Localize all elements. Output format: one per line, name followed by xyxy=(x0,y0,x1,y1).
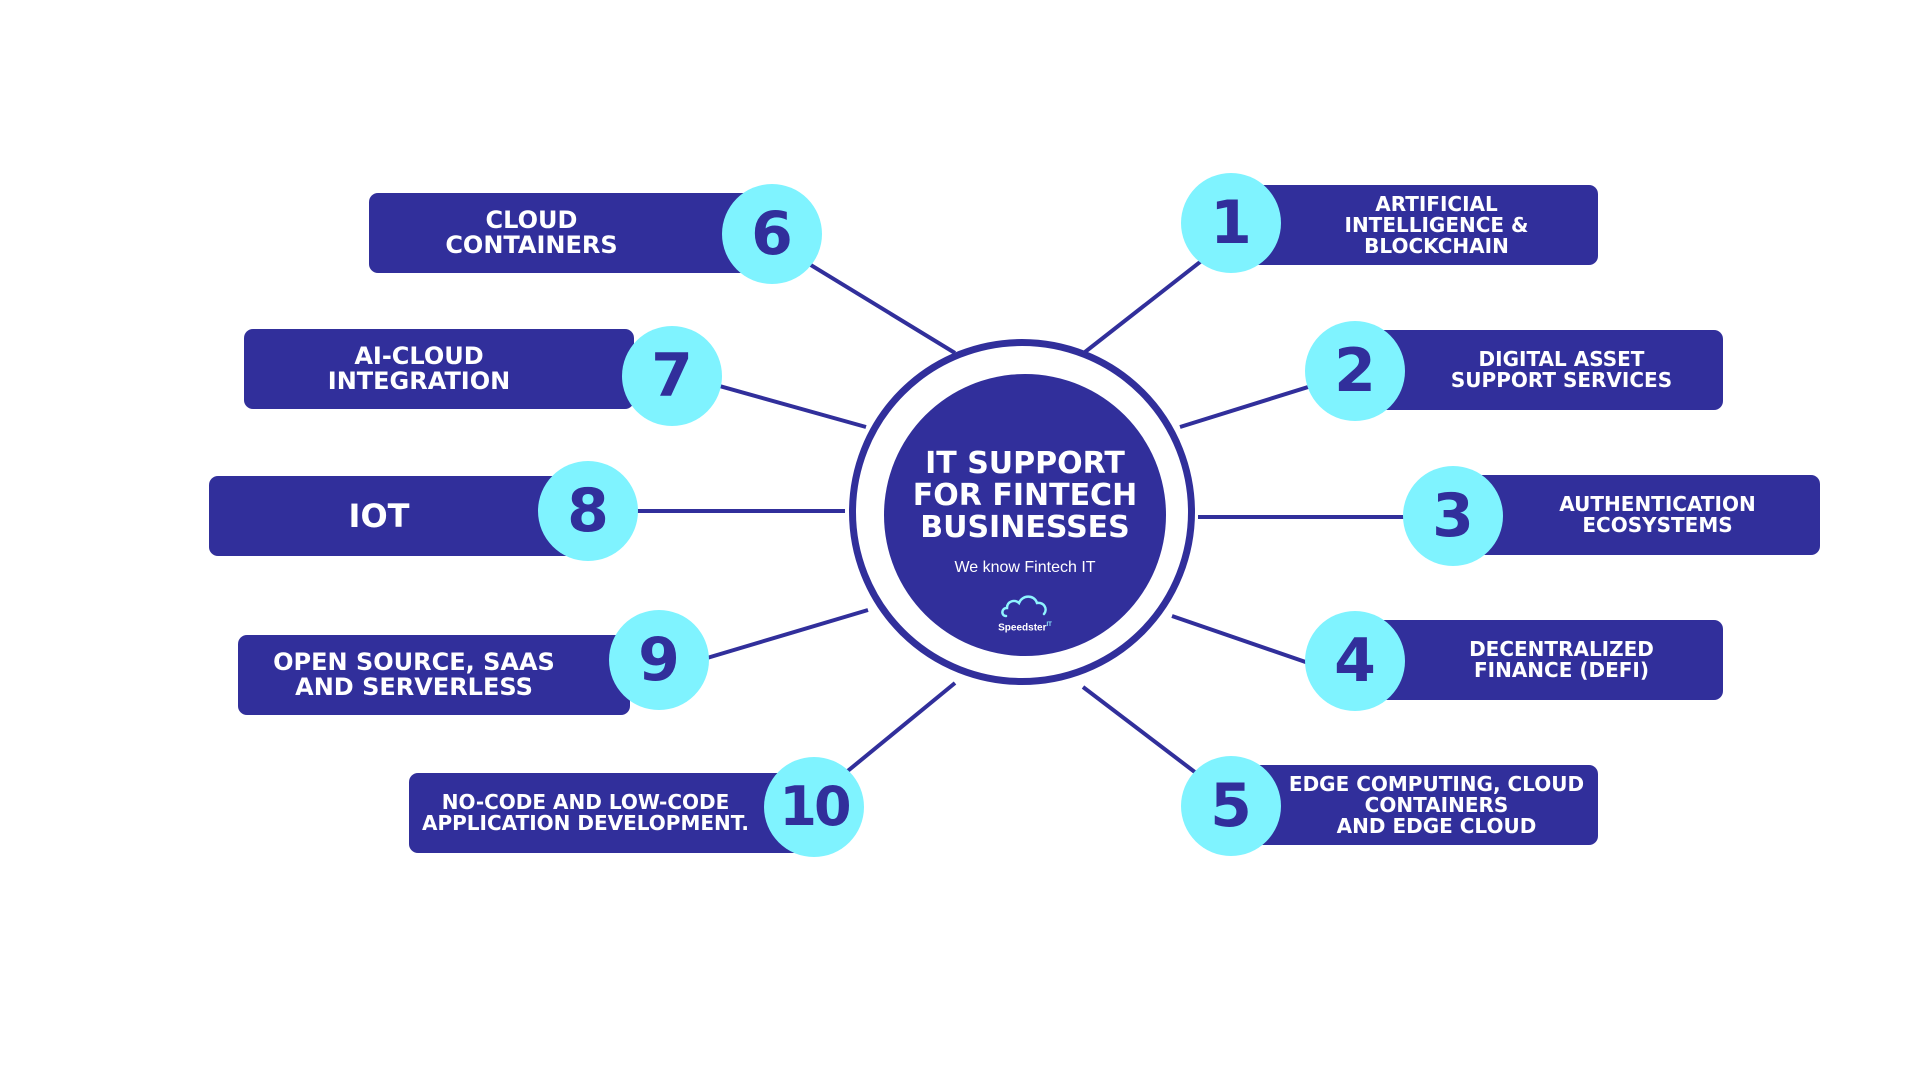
item-3-box: AUTHENTICATION ECOSYSTEMS xyxy=(1460,475,1820,555)
item-6-number-badge: 6 xyxy=(722,184,822,284)
item-9-number-badge: 9 xyxy=(609,610,709,710)
item-4-label: DECENTRALIZED FINANCE (DEFI) xyxy=(1469,637,1654,682)
item-4-box: DECENTRALIZED FINANCE (DEFI) xyxy=(1365,620,1723,700)
item-5-label: EDGE COMPUTING, CLOUD CONTAINERS AND EDG… xyxy=(1288,771,1585,838)
item-10-number-badge: 10 xyxy=(764,757,864,857)
item-5-number-badge: 5 xyxy=(1181,756,1281,856)
item-8-number-badge: 8 xyxy=(538,461,638,561)
hub-subtitle: We know Fintech IT xyxy=(954,559,1096,576)
item-4-number-badge: 4 xyxy=(1305,611,1405,711)
item-1-number-badge: 1 xyxy=(1181,173,1281,273)
item-6-box: CLOUD CONTAINERS xyxy=(369,193,754,273)
item-10-label: NO-CODE AND LOW-CODE APPLICATION DEVELOP… xyxy=(422,790,749,835)
logo-mark: IT xyxy=(1046,622,1052,628)
item-7-number-badge: 7 xyxy=(622,326,722,426)
item-10-box: NO-CODE AND LOW-CODE APPLICATION DEVELOP… xyxy=(409,773,802,853)
item-3-label: AUTHENTICATION ECOSYSTEMS xyxy=(1559,492,1756,537)
item-7-label: AI-CLOUD INTEGRATION xyxy=(327,342,511,395)
item-5-box: EDGE COMPUTING, CLOUD CONTAINERS AND EDG… xyxy=(1240,765,1598,845)
item-8-box: IOT xyxy=(209,476,589,556)
item-2-number-badge: 2 xyxy=(1305,321,1405,421)
hub-title: IT SUPPORT FOR FINTECH BUSINESSES xyxy=(912,446,1138,545)
speedster-logo: SpeedsterIT xyxy=(990,592,1060,634)
item-7-box: AI-CLOUD INTEGRATION xyxy=(244,329,634,409)
cloud-icon xyxy=(1001,595,1047,618)
item-8-label: IOT xyxy=(348,497,410,535)
item-9-label: OPEN SOURCE, SAAS AND SERVERLESS xyxy=(273,648,555,701)
item-1-box: ARTIFICIAL INTELLIGENCE & BLOCKCHAIN xyxy=(1240,185,1598,265)
item-6-label: CLOUD CONTAINERS xyxy=(445,206,618,259)
item-2-box: DIGITAL ASSET SUPPORT SERVICES xyxy=(1365,330,1723,410)
item-2-label: DIGITAL ASSET SUPPORT SERVICES xyxy=(1450,347,1673,392)
item-1-label: ARTIFICIAL INTELLIGENCE & BLOCKCHAIN xyxy=(1344,191,1529,258)
item-3-number-badge: 3 xyxy=(1403,466,1503,566)
item-9-box: OPEN SOURCE, SAAS AND SERVERLESS xyxy=(238,635,630,715)
hub-circle: IT SUPPORT FOR FINTECH BUSINESSES We kno… xyxy=(884,374,1166,656)
logo-wordmark: SpeedsterIT xyxy=(998,622,1052,634)
